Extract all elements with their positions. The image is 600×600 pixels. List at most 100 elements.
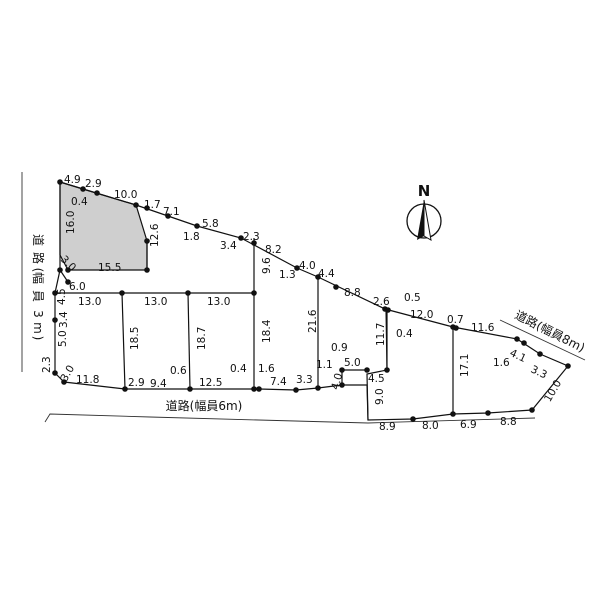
dimension-label: 1.6	[258, 363, 275, 375]
boundary-marker	[529, 407, 535, 413]
boundary-marker	[450, 411, 456, 417]
boundary-marker	[133, 202, 139, 208]
boundary-marker	[293, 387, 299, 393]
dimension-label: 12.6	[149, 223, 161, 247]
left-road-char: (	[31, 268, 45, 273]
boundary-marker	[339, 367, 345, 373]
dimension-label: 9.6	[261, 257, 273, 274]
boundary-marker	[521, 340, 527, 346]
boundary-marker	[119, 290, 125, 296]
dimension-label: 17.1	[459, 354, 471, 377]
left-road-char: )	[31, 336, 45, 341]
boundary-marker	[144, 238, 150, 244]
dimension-label: 3.3	[296, 374, 313, 386]
lot-lines	[55, 238, 454, 414]
dimension-label: 2.3	[243, 231, 260, 243]
dimension-label: 18.7	[196, 327, 208, 350]
dimension-label: 1.7	[144, 199, 161, 211]
dimension-label: 1.3	[279, 269, 296, 281]
dimension-label: 1.1	[316, 359, 333, 371]
boundary-marker	[144, 267, 150, 273]
boundary-marker	[238, 235, 244, 241]
dimension-label: 0.4	[396, 328, 413, 340]
dimension-label: 10.0	[542, 378, 564, 404]
dimension-label: 8.2	[265, 244, 282, 256]
left-road-char: 員	[31, 290, 45, 302]
dimension-label: 7.1	[163, 206, 180, 218]
dimension-label: 4.1	[508, 347, 528, 365]
boundary-marker	[339, 382, 345, 388]
dimension-label: 3.4	[220, 240, 237, 252]
dimension-label: 2.9	[85, 178, 102, 190]
dimension-label: 8.0	[422, 420, 439, 432]
dimension-label: 6.9	[460, 419, 477, 431]
dimension-label: 15.5	[98, 262, 121, 274]
left-road-char: 幅	[31, 272, 46, 284]
dimension-label: 13.0	[78, 296, 101, 308]
dimension-labels: 4.9 2.9 10.0 1.7 7.1 5.8 1.8 3.4 2.3 8.2…	[41, 174, 564, 433]
dimension-label: 0.6	[170, 365, 187, 377]
boundary-marker	[65, 279, 71, 285]
dimension-label: 0.7	[447, 314, 464, 326]
boundary-marker	[185, 290, 191, 296]
boundary-marker	[485, 410, 491, 416]
dimension-label: 8.8	[344, 287, 361, 299]
dimension-label: 18.5	[129, 327, 141, 350]
dimension-label: 0.4	[71, 196, 88, 208]
dimension-label: 0.5	[404, 292, 421, 304]
boundary-marker	[61, 379, 67, 385]
dimension-label: 21.6	[307, 309, 319, 333]
dimension-label: 3.3	[529, 364, 549, 382]
boundary-marker	[187, 386, 193, 392]
dimension-label: 4.0	[299, 260, 316, 272]
dimension-label: 12.5	[199, 377, 222, 389]
dimension-label: 11.6	[471, 322, 495, 334]
boundary-marker	[256, 386, 262, 392]
dimension-label: 1.6	[493, 357, 510, 369]
compass-label: N	[418, 182, 431, 200]
dimension-label: 3.0	[58, 363, 77, 383]
dimension-label: 4.0	[329, 372, 345, 391]
dimension-label: 10.0	[114, 189, 137, 201]
left-road-char: 路	[31, 252, 46, 264]
dimension-label: 4.4	[318, 268, 335, 280]
boundary-marker	[251, 290, 257, 296]
boundary-markers	[52, 179, 571, 422]
dimension-label: 18.4	[261, 319, 273, 343]
bottom-road-edge	[44, 413, 536, 424]
boundary-marker	[453, 325, 459, 331]
dimension-label: 11.8	[76, 374, 99, 386]
boundary-marker	[565, 363, 571, 369]
boundary-marker	[315, 274, 321, 280]
left-road-char: m	[31, 322, 45, 334]
boundary-marker	[385, 307, 391, 313]
dimension-label: 13.0	[207, 296, 230, 308]
left-road-char: 3	[31, 310, 45, 318]
dimension-label: 2.6	[373, 296, 390, 308]
boundary-marker	[52, 290, 58, 296]
dimension-label: 13.0	[144, 296, 167, 308]
boundary-marker	[52, 370, 58, 376]
dimension-label: 1.8	[183, 231, 200, 243]
bottom-road-label: 道路(幅員6m)	[166, 398, 243, 413]
boundary-marker	[537, 351, 543, 357]
dimension-label: 2.3	[41, 356, 53, 373]
boundary-marker	[251, 386, 257, 392]
boundary-marker	[80, 186, 86, 192]
boundary-marker	[165, 213, 171, 219]
dimension-label: 3.4	[58, 311, 70, 328]
boundary-marker	[57, 179, 63, 185]
site-outer-boundary	[59, 181, 569, 421]
left-road-label: 道 路 ( 幅 員 3 m )	[31, 234, 46, 340]
boundary-marker	[194, 223, 200, 229]
dimension-label: 9.0	[374, 388, 386, 405]
boundary-marker	[94, 190, 100, 196]
dimension-label: 9.4	[150, 378, 167, 390]
dimension-label: 5.8	[202, 218, 219, 230]
dimension-label: 5.0	[344, 357, 361, 369]
dimension-label: 16.0	[65, 211, 77, 234]
dimension-label: 0.9	[331, 342, 348, 354]
dimension-label: 6.0	[69, 281, 86, 293]
boundary-marker	[251, 240, 257, 246]
